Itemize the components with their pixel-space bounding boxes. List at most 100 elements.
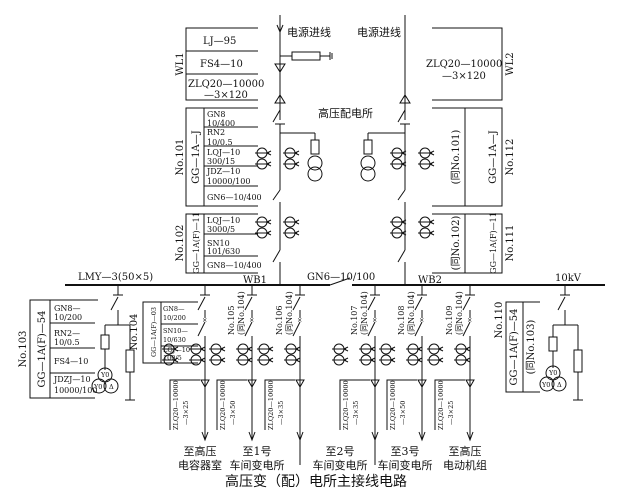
no104-row: GN8— bbox=[163, 305, 185, 313]
no101-row: LQJ—10 bbox=[207, 148, 240, 157]
no103-table: No.103 GG—1A(F)—54 GN8—10/200RN2—10/0.5F… bbox=[18, 299, 98, 399]
wiring bbox=[65, 15, 605, 465]
no103-label: No.103 bbox=[18, 331, 29, 368]
wb1-label: WB1 bbox=[243, 275, 267, 286]
no102-row: 3000/5 bbox=[207, 225, 235, 234]
current-transformer-icon bbox=[284, 343, 301, 366]
tie-switch-label: GN6—10/100 bbox=[307, 272, 375, 283]
destination-label: 车间变电所 bbox=[313, 458, 368, 472]
pt-symbol: Δ bbox=[109, 383, 114, 391]
cable-spec: —3×25 bbox=[182, 401, 190, 425]
destination-label: 至高压 bbox=[184, 444, 217, 458]
destination-label: 电动机组 bbox=[443, 458, 487, 472]
no101-row: 10/400 bbox=[207, 119, 235, 128]
incoming-line-right-label: 电源进线 bbox=[357, 25, 401, 39]
cable-spec: ZLQ20—10000 bbox=[219, 380, 227, 430]
pt-symbol: Y0 bbox=[93, 383, 102, 391]
station-label: 高压配电所 bbox=[318, 106, 373, 120]
pt-symbol: Y0 bbox=[100, 371, 109, 379]
feeder-same: (同No.104) bbox=[360, 291, 369, 335]
pt-symbol: Y0 bbox=[541, 381, 550, 389]
current-transformer-icon bbox=[209, 343, 226, 366]
no101-type: GG—1A—J bbox=[191, 130, 202, 184]
current-transformer-icon bbox=[162, 343, 179, 366]
cable-spec: —3×25 bbox=[447, 401, 455, 425]
no103-row: GN8— bbox=[54, 304, 80, 313]
no102-type: GG—1A(F)—11 bbox=[192, 212, 201, 274]
no103-type: GG—1A(F)—54 bbox=[37, 310, 48, 387]
no112-table: (同No.101) GG—1A—J No.112 bbox=[432, 107, 516, 207]
wl1-table: WL1 LJ—95 FS4—10 ZLQ20—10000 —3×120 bbox=[175, 27, 264, 101]
no104-row: SN10— bbox=[163, 327, 188, 335]
diagram-title: 高压变（配）电所主接线电路 bbox=[225, 473, 407, 490]
cable-spec: ZLQ20—10000 bbox=[389, 380, 397, 430]
wl1-label: WL1 bbox=[175, 52, 186, 75]
no112-same: (同No.101) bbox=[450, 130, 462, 185]
no104-row: 10/630 bbox=[163, 336, 186, 344]
wl1-row: LJ—95 bbox=[203, 36, 236, 47]
no110-same: (同No.103) bbox=[525, 320, 537, 375]
no112-type: GG—1A—J bbox=[488, 130, 499, 184]
no111-type: GG—1A(F)—11 bbox=[489, 212, 498, 274]
destination-label: 至3号 bbox=[391, 445, 420, 458]
destination-label: 至高压 bbox=[449, 444, 482, 458]
no103-row: 10/0.5 bbox=[54, 338, 80, 347]
no103-row: JDZJ—10 bbox=[53, 375, 91, 384]
wl2-table: WL2 ZLQ20—10000 —3×120 bbox=[426, 27, 516, 101]
destination-label: 电容器室 bbox=[178, 458, 222, 472]
current-transformer-icon bbox=[390, 216, 407, 239]
no103-row: RN2— bbox=[54, 329, 80, 338]
no101-row: 300/15 bbox=[207, 157, 235, 166]
destination-label: 车间变电所 bbox=[378, 458, 433, 472]
no110-table: No.110 GG—1A(F)—54 (同No.103) bbox=[494, 301, 540, 393]
no101-row: 10/0.5 bbox=[207, 138, 233, 147]
no111-label: No.111 bbox=[505, 225, 516, 262]
no112-label: No.112 bbox=[505, 139, 516, 176]
no101-row: 10000/100 bbox=[207, 177, 250, 186]
current-transformer-icon bbox=[236, 343, 253, 366]
feeder-same: (同No.104) bbox=[407, 291, 416, 335]
current-transformer-icon bbox=[189, 343, 206, 366]
cable-spec: —3×50 bbox=[229, 401, 237, 425]
no111-same: (同No.102) bbox=[450, 216, 462, 271]
feeder-same: (同No.104) bbox=[455, 291, 464, 335]
no102-row: 101/630 bbox=[207, 247, 240, 256]
no103-row: 10000/100 bbox=[54, 386, 97, 395]
no101-row: GN6—10/400 bbox=[207, 193, 262, 202]
no104-table: No.104 GG—1A(F)—03 GN8—10/200SN10—10/630… bbox=[129, 301, 198, 364]
breaker-mark: × bbox=[372, 316, 377, 324]
breaker-mark: × bbox=[297, 316, 302, 324]
breaker-mark: × bbox=[249, 316, 254, 324]
cable-spec: —3×35 bbox=[352, 401, 360, 425]
no104-row: LQJ—10 bbox=[163, 346, 190, 354]
feeder-label: No.109 bbox=[445, 306, 454, 336]
voltage-label: 10kV bbox=[555, 273, 582, 284]
feeder-label: No.106 bbox=[275, 306, 284, 336]
no104-row: 100/5 bbox=[163, 354, 182, 362]
no101-row: GN8 bbox=[207, 110, 225, 119]
current-transformer-icon bbox=[379, 343, 396, 366]
wl2-row: —3×120 bbox=[442, 71, 486, 82]
cable-spec: —3×35 bbox=[277, 401, 285, 425]
current-transformer-icon bbox=[390, 147, 407, 170]
destination-label: 车间变电所 bbox=[230, 458, 285, 472]
current-transformer-icon bbox=[454, 343, 471, 366]
current-transformer-icon bbox=[283, 216, 300, 239]
current-transformer-icon bbox=[257, 343, 274, 366]
current-transformer-icon bbox=[332, 343, 349, 366]
wb2-label: WB2 bbox=[418, 275, 442, 286]
feeder-label: No.108 bbox=[397, 306, 406, 336]
incoming-line-left-label: 电源进线 bbox=[287, 25, 331, 39]
current-transformer-icon bbox=[255, 216, 272, 239]
no104-label: No.104 bbox=[129, 314, 140, 351]
cable-spec: ZLQ20—10000 bbox=[172, 380, 180, 430]
feeder-label: No.107 bbox=[350, 306, 359, 336]
no101-row: JDZ—10 bbox=[206, 167, 240, 176]
wl1-row: ZLQ20—10000 bbox=[188, 79, 264, 90]
cable-spec: ZLQ20—10000 bbox=[342, 380, 350, 430]
no102-row: GN8—10/400 bbox=[207, 261, 262, 270]
wl2-label: WL2 bbox=[505, 52, 516, 75]
current-transformer-icon bbox=[418, 147, 435, 170]
no104-row: 10/200 bbox=[163, 314, 186, 322]
